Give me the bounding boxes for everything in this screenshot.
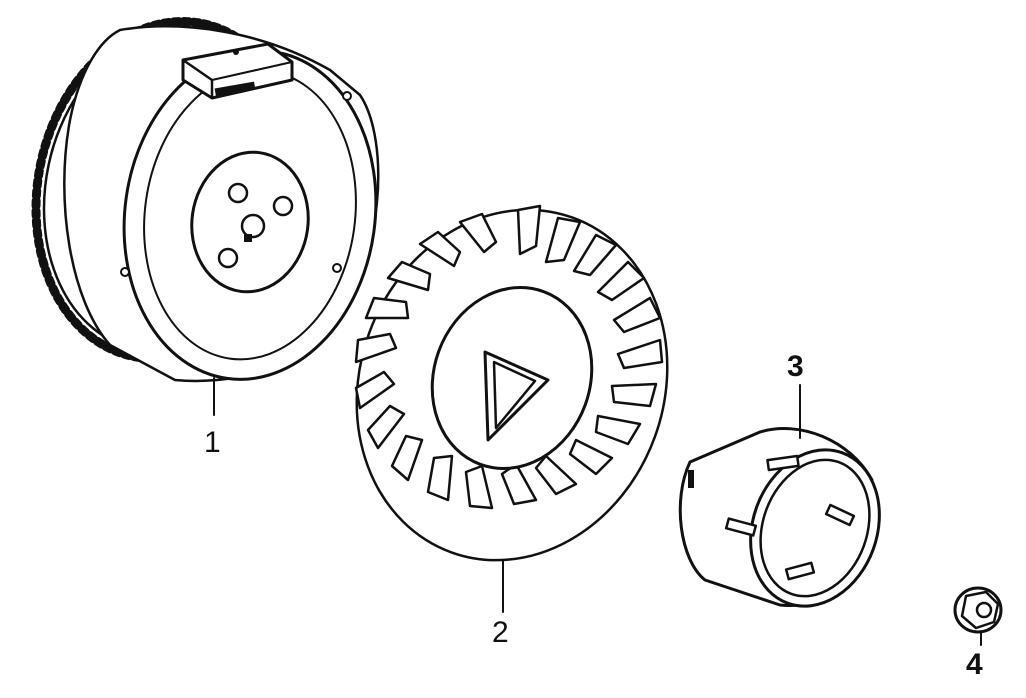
part-4-flange-nut bbox=[953, 586, 1003, 646]
part-1-flywheel bbox=[31, 17, 380, 416]
part-3-starter-cup bbox=[678, 384, 881, 608]
callout-1: 1 bbox=[204, 426, 221, 459]
callout-3: 3 bbox=[787, 350, 804, 383]
callout-2: 2 bbox=[492, 616, 509, 649]
part-2-cooling-fan bbox=[354, 204, 669, 613]
callout-4: 4 bbox=[966, 648, 983, 681]
